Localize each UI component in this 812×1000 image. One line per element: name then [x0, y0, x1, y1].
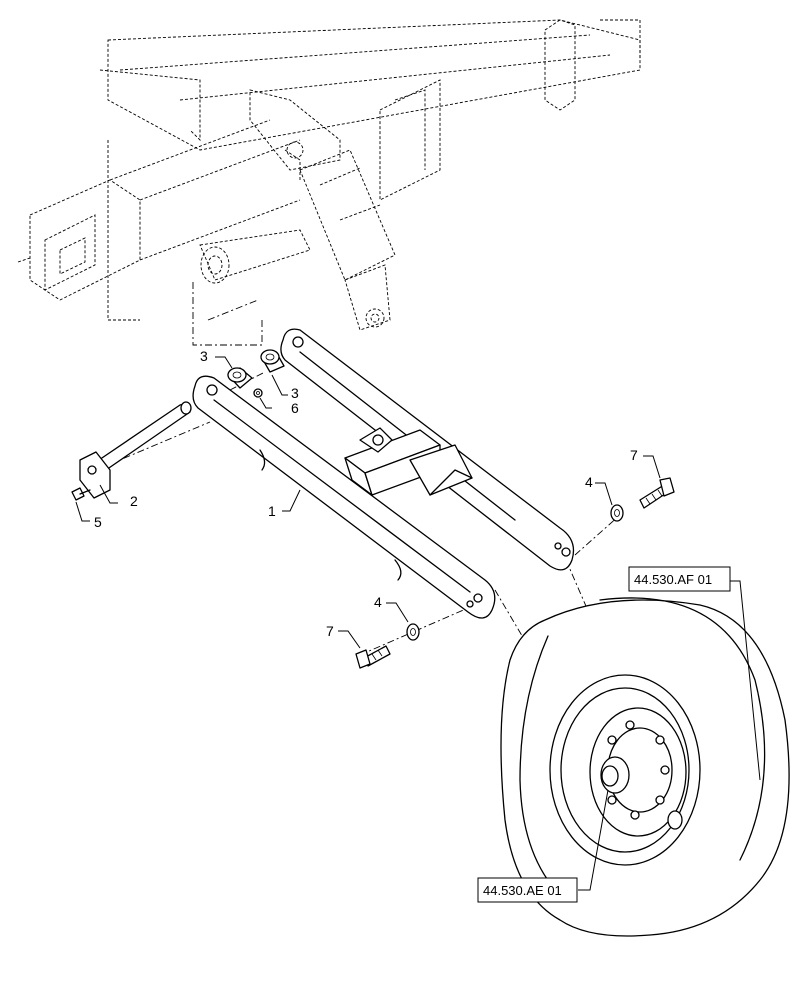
callout-4-lower: 4 — [374, 594, 382, 610]
reference-hub-assembly: 44.530.AE 01 — [483, 883, 562, 898]
callout-1: 1 — [268, 503, 276, 519]
washer-lower — [406, 623, 420, 641]
bolt-lower — [355, 645, 391, 669]
callout-2: 2 — [130, 493, 138, 509]
callout-6: 6 — [291, 400, 299, 416]
callout-3-right: 3 — [291, 385, 299, 401]
callout-7-lower: 7 — [326, 623, 334, 639]
bolt-small — [71, 487, 91, 501]
reference-box-wheel: 44.530.AF 01 — [628, 566, 731, 592]
callout-leaders — [75, 356, 761, 891]
bushing-left — [227, 367, 253, 389]
reference-wheel-assembly: 44.530.AF 01 — [634, 572, 712, 587]
walking-beam-arm — [192, 328, 575, 619]
bolt-upper — [639, 477, 675, 509]
reference-box-hub: 44.530.AE 01 — [477, 877, 578, 903]
pivot-pin — [79, 401, 192, 499]
frame-structure — [17, 19, 641, 331]
bushing-right — [260, 349, 285, 373]
callout-4-upper: 4 — [585, 474, 593, 490]
callout-3-left: 3 — [200, 348, 208, 364]
wheel-assembly — [500, 597, 790, 937]
callout-5: 5 — [94, 514, 102, 530]
callout-7-upper: 7 — [630, 447, 638, 463]
grease-fitting — [253, 388, 263, 398]
washer-upper — [610, 504, 624, 522]
